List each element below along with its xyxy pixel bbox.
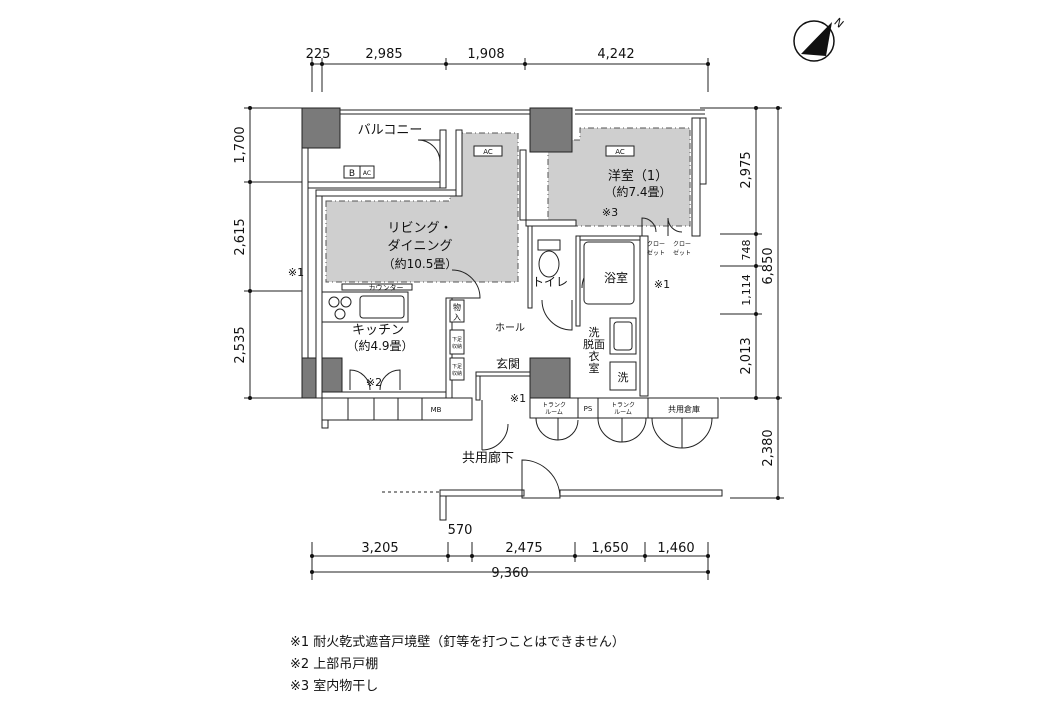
living-area: （約10.5畳） (383, 256, 458, 271)
shoe-storage (449, 299, 465, 381)
dim-bottom-1: 3,205 (361, 541, 398, 556)
dim-left-3: 2,535 (233, 326, 248, 363)
ps-label: PS (584, 405, 593, 413)
note2-mark: ※2 (366, 376, 382, 389)
toilet-fixture (537, 239, 561, 278)
bath-label: 浴室 (604, 270, 628, 285)
closet-label-bottom-1: ゼット (647, 249, 665, 257)
b-label: B (349, 169, 355, 179)
note1-mark-entry: ※1 (510, 392, 526, 405)
trunk-label-top-1: トランク (542, 402, 566, 409)
columns (301, 107, 573, 399)
note3-mark: ※3 (602, 206, 618, 219)
dim-top-2: 2,985 (365, 47, 402, 62)
footnote-1: ※1 耐火乾式遮音戸境壁（釘等を打つことはできません） (290, 635, 625, 650)
shoe-label-bottom-2: 収納 (452, 370, 462, 377)
kitchen-counter (321, 283, 413, 323)
dim-bottom-570: 570 (448, 523, 473, 538)
shared-storage-label: 共用倉庫 (668, 404, 700, 414)
dim-bottom-4: 1,460 (657, 541, 694, 556)
washer-label: 洗 (618, 371, 629, 384)
dim-bottom-2: 2,475 (505, 541, 542, 556)
hall-label: ホール (495, 322, 525, 334)
balcony-units (343, 145, 635, 179)
trunk-label-bottom-1: ルーム (545, 409, 563, 416)
washroom-char-2: 脱面 (583, 337, 605, 351)
floor-plan: 225 2,985 1,908 4,242 1,700 2,615 2,535 … (233, 15, 847, 581)
corridor-label: 共用廊下 (462, 450, 514, 466)
dim-right-1: 2,975 (739, 151, 754, 188)
mb-label: MB (431, 406, 442, 414)
footnote-2: ※2 上部吊戸棚 (290, 657, 379, 672)
shoe-label-top-1: 下足 (452, 337, 462, 343)
counter-label: カウンター (369, 283, 404, 292)
stove-burner-icon (340, 296, 352, 308)
compass-north-label: N (832, 15, 847, 30)
storage-label-bottom: 入 (453, 313, 461, 322)
balcony-rail (340, 109, 705, 115)
dim-bottom-3: 1,650 (591, 541, 628, 556)
closet-label-top-2: クロー (673, 241, 691, 248)
western-area: （約7.4畳） (604, 184, 671, 199)
dim-bottom-total: 9,360 (491, 566, 528, 581)
bathtub (583, 241, 635, 305)
shoe-label-bottom-1: 収納 (452, 343, 462, 350)
dim-right-3: 1,114 (740, 274, 753, 306)
living-ac-label: AC (483, 148, 493, 156)
footnotes: ※1 耐火乾式遮音戸境壁（釘等を打つことはできません） ※2 上部吊戸棚 ※3 … (290, 632, 625, 698)
washroom-char-4: 室 (589, 361, 600, 375)
dim-right-2: 748 (740, 240, 753, 261)
footnote-3: ※3 室内物干し (290, 679, 379, 694)
dimension-dots (248, 62, 780, 574)
shoe-label-top-2: 下足 (452, 364, 462, 370)
living-label-2: ダイニング (387, 239, 452, 254)
dim-top-4: 4,242 (597, 47, 634, 62)
trunk-label-bottom-2: ルーム (614, 409, 632, 416)
dim-top-1: 225 (306, 47, 331, 62)
living-label-1: リビング・ (387, 221, 452, 236)
dim-right-corridor: 2,380 (761, 429, 776, 466)
western-ac-label: AC (615, 148, 625, 156)
dim-top-3: 1,908 (467, 47, 504, 62)
room-labels: バルコニー リビング・ ダイニング （約10.5畳） 洋室（1） （約7.4畳）… (288, 123, 700, 466)
dim-right-total: 6,850 (761, 247, 776, 284)
western-label: 洋室（1） (608, 168, 668, 184)
dim-right-4: 2,013 (739, 337, 754, 374)
kitchen-label: キッチン (352, 323, 404, 338)
dim-left-1: 1,700 (233, 126, 248, 163)
balcony-ac-label: AC (363, 170, 371, 177)
room-shading (325, 127, 691, 283)
doors (349, 139, 713, 499)
storage-label-top: 物 (453, 302, 461, 312)
note1-mark-left: ※1 (288, 266, 304, 279)
trunk-label-top-2: トランク (611, 402, 635, 409)
closet-label-bottom-2: ゼット (673, 249, 691, 257)
stove-burner-icon (328, 296, 340, 308)
stove-burner-icon (334, 308, 346, 320)
balcony-label: バルコニー (358, 123, 423, 138)
washroom-char-1: 洗 (589, 326, 600, 339)
entrance-label: 玄関 (496, 356, 520, 371)
storage-strip (321, 397, 719, 429)
kitchen-area: （約4.9畳） (346, 338, 413, 353)
wash-fixtures (609, 317, 637, 391)
toilet-label: トイレ (532, 275, 568, 289)
note1-mark-right: ※1 (654, 278, 670, 291)
walls (301, 117, 707, 401)
dimension-labels: 225 2,985 1,908 4,242 1,700 2,615 2,535 … (233, 47, 776, 581)
closet-label-top-1: クロー (647, 241, 665, 248)
dim-left-2: 2,615 (233, 218, 248, 255)
washroom-char-3: 衣 (589, 349, 600, 363)
corridor-walls (382, 489, 723, 521)
compass-icon: N (793, 15, 847, 62)
